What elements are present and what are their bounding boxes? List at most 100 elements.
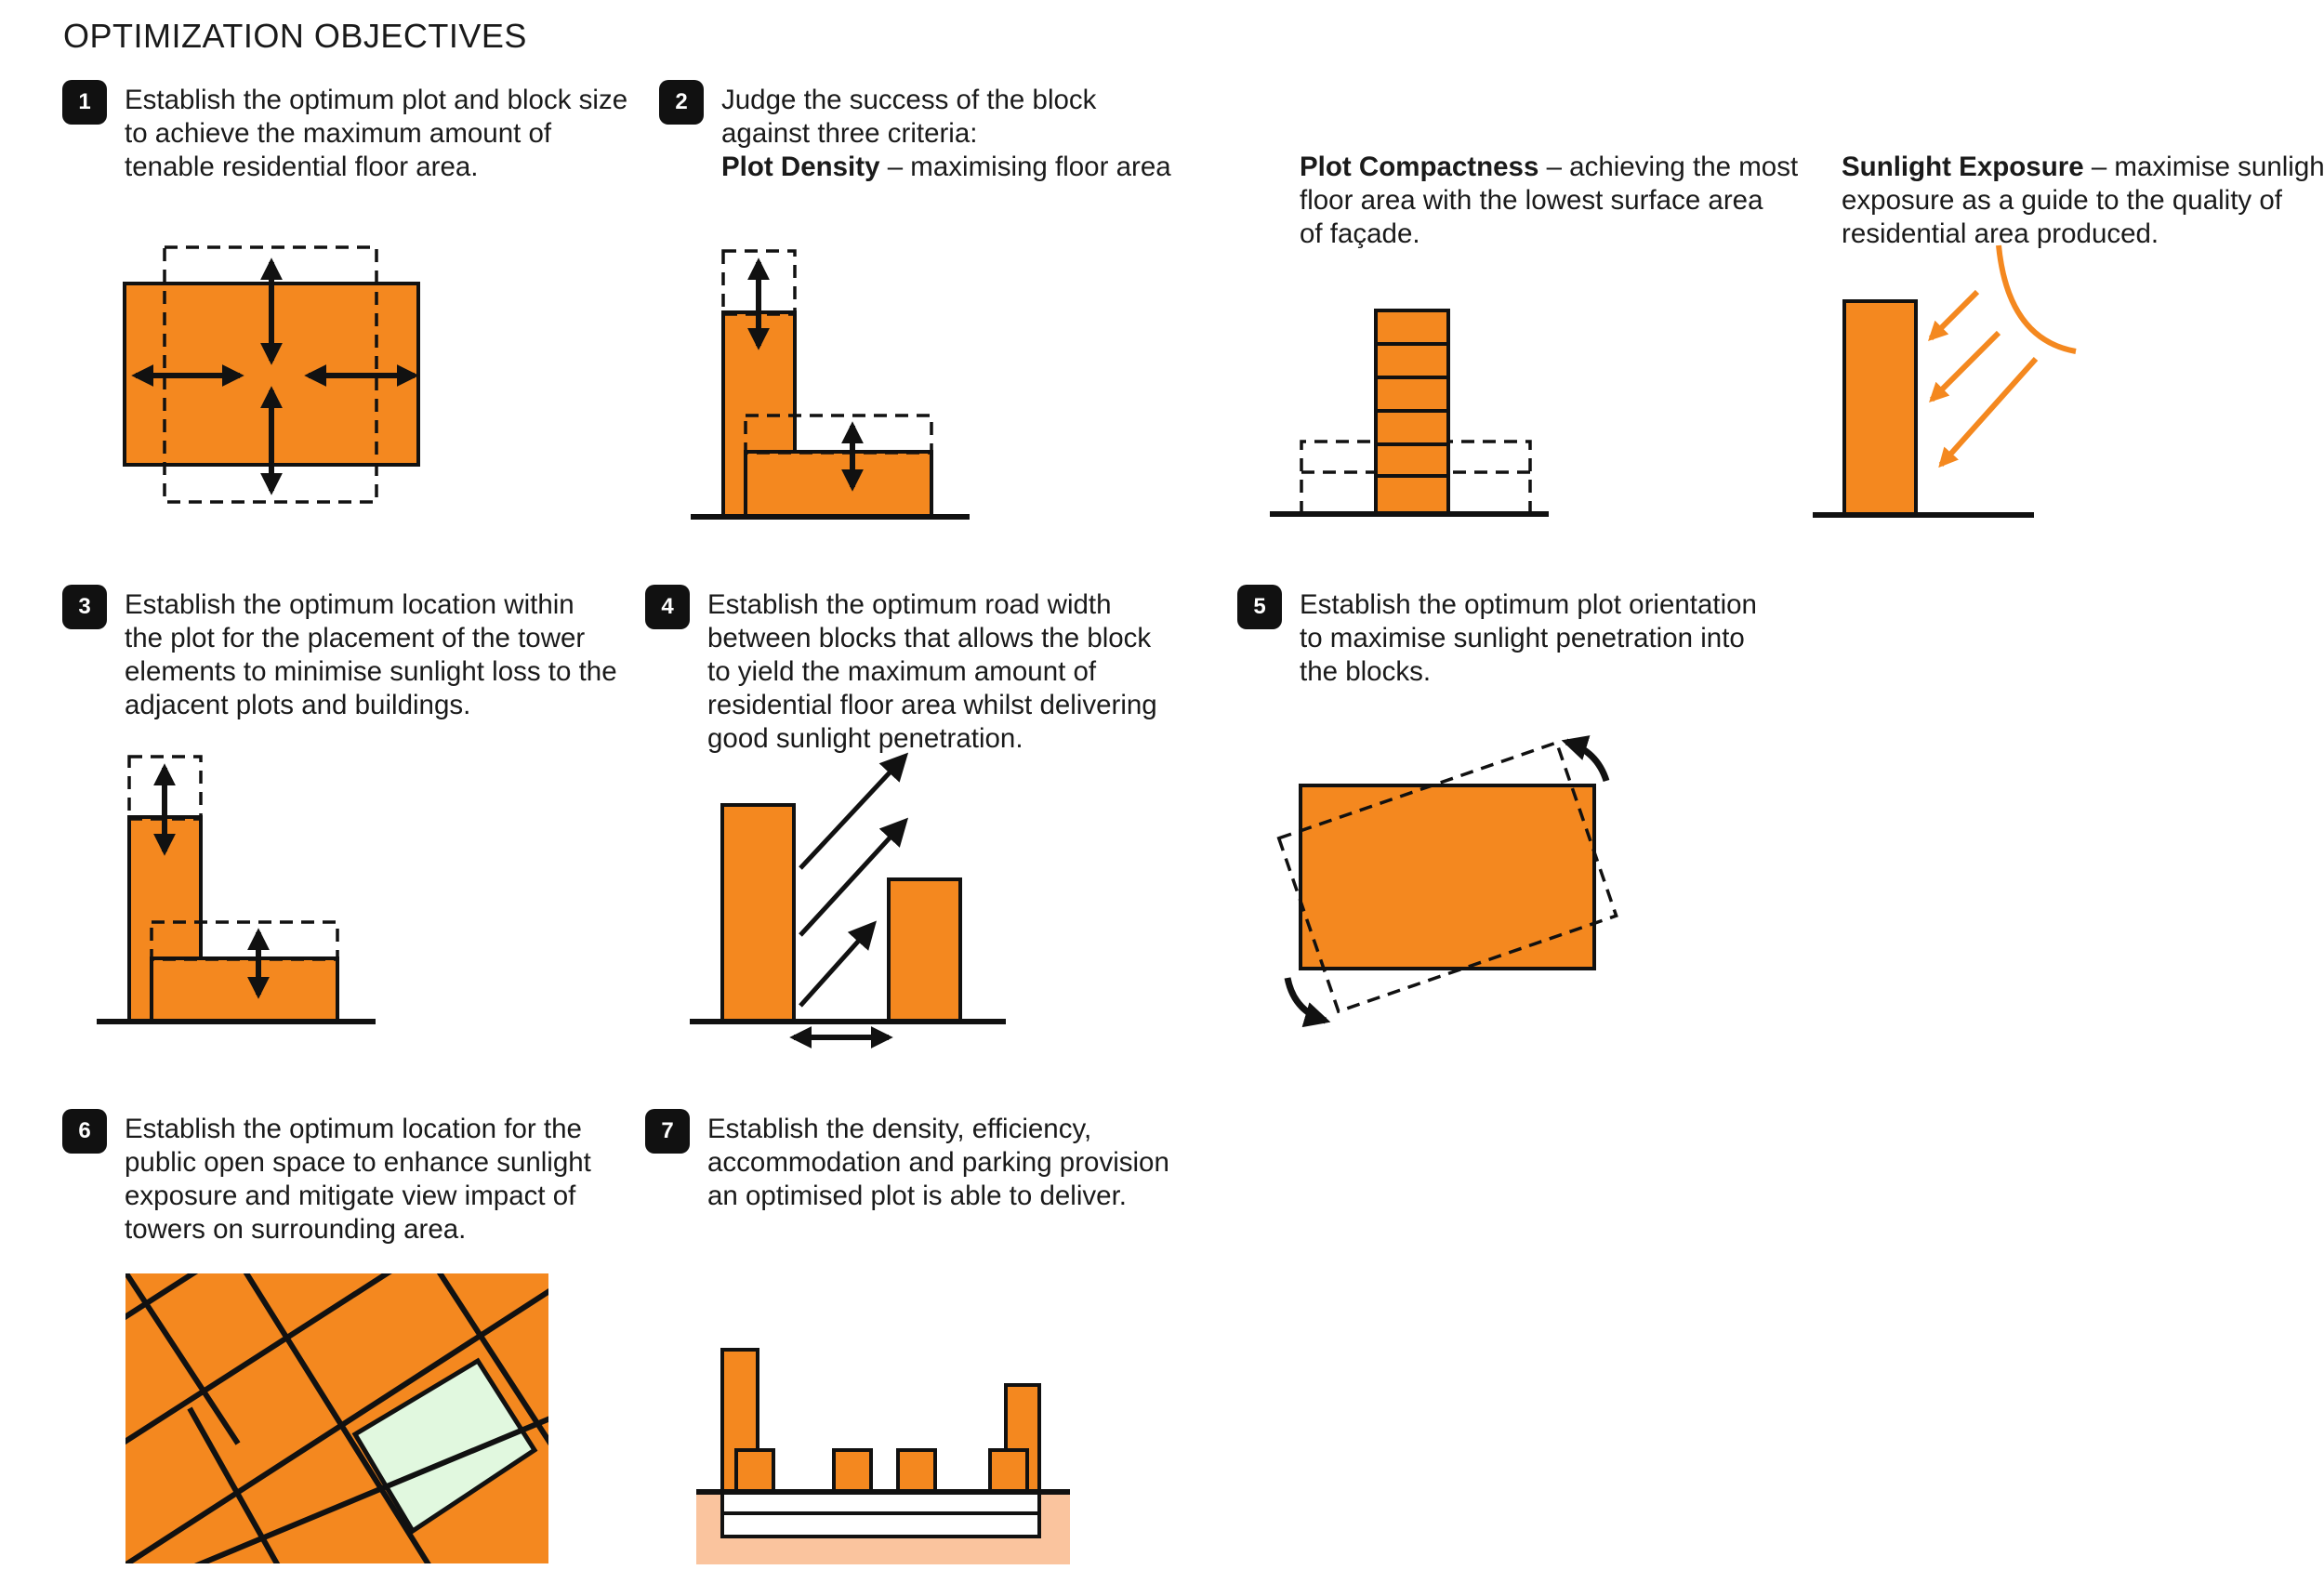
street-line [436,1273,548,1446]
road-width-diagram [690,752,1006,1049]
objective-5-text: Establish the optimum plot orientation t… [1300,588,1757,689]
criterion-name: Plot Density [721,152,880,182]
dashed-podium-outline [150,920,339,961]
street-line [187,1406,281,1563]
text-line: public open space to enhance sunlight [125,1147,591,1178]
text-line: Sunlight Exposure – maximise sunlight [1842,151,2324,184]
plot-size-diagram [123,245,420,504]
street-line [125,1273,199,1321]
tower-placement-diagram [97,755,376,1024]
criterion-name: Plot Compactness [1300,152,1539,182]
objective-6-badge: 6 [62,1109,107,1154]
objective-5-badge: 5 [1237,585,1282,629]
text-line: elements to minimise sunlight loss to th… [125,656,617,687]
low-block [896,1448,937,1494]
dashed-tower-outline [127,755,203,821]
criterion-desc: – achieving the most [1546,152,1799,182]
objective-7-badge: 7 [645,1109,690,1154]
text-line: of façade. [1300,218,1420,249]
podium-block [744,450,933,519]
low-block [734,1448,775,1494]
street-line [193,1416,548,1563]
objective-3-text: Establish the optimum location within th… [125,588,617,722]
sun-ray-arrow-icon [1928,289,1980,341]
tower-block [887,877,962,1023]
street-line [125,1287,548,1563]
objective-2-text: Judge the success of the block against t… [721,84,1171,184]
text-line: residential area produced. [1842,218,2159,249]
page-title: OPTIMIZATION OBJECTIVES [63,17,527,55]
tower-block [720,803,796,1023]
text-line: the plot for the placement of the tower [125,623,586,653]
curved-arrow-icon [1561,735,1610,783]
objective-4-badge: 4 [645,585,690,629]
objective-1-badge: 1 [62,80,107,125]
dashed-outline-left [1300,440,1376,514]
text-line: Establish the optimum plot and block siz… [125,85,628,115]
text-line: Judge the success of the block [721,85,1097,115]
text-line: exposure as a guide to the quality of [1842,185,2282,216]
tower-block [1842,299,1918,517]
text-line: towers on surrounding area. [125,1214,467,1245]
text-line: against three criteria: [721,118,978,149]
text-line: accommodation and parking provision [707,1147,1169,1178]
sun-ray-arrow-icon [1938,356,2039,468]
sun-ray-arrow-icon [1929,330,2001,402]
text-line: Establish the optimum road width [707,589,1112,620]
dashed-tower-outline [721,249,797,316]
text-line: Establish the optimum plot orientation [1300,589,1757,620]
text-line: between blocks that allows the block [707,623,1152,653]
low-block [988,1448,1029,1494]
plot-orientation-diagram [1276,735,1618,1028]
objective-4-text: Establish the optimum road width between… [707,588,1157,756]
low-block [832,1448,873,1494]
street-line [243,1273,431,1563]
podium-block [150,956,339,1023]
public-open-space [351,1357,538,1535]
street-line [125,1273,392,1445]
sunlight-arrow-icon [799,752,909,870]
text-line: to maximise sunlight penetration into [1300,623,1745,653]
text-line: to yield the maximum amount of [707,656,1097,687]
plot-density-diagram [691,249,970,520]
text-line: Establish the optimum location for the [125,1114,582,1144]
density-parking-diagram [696,1348,1070,1564]
text-line: good sunlight penetration. [707,723,1023,754]
criterion-plot-compactness: Plot Compactness – achieving the most fl… [1300,151,1798,251]
text-line: adjacent plots and buildings. [125,690,471,720]
objective-3-badge: 3 [62,585,107,629]
sun-arc-icon [1996,244,2077,354]
objective-7-text: Establish the density, efficiency, accom… [707,1113,1169,1213]
curved-arrow-icon [1284,977,1331,1028]
objective-6-text: Establish the optimum location for the p… [125,1113,591,1247]
dashed-podium-outline [744,414,933,455]
text-line: tenable residential floor area. [125,152,479,182]
criterion-desc: – maximising floor area [887,152,1171,182]
text-line: residential floor area whilst delivering [707,690,1157,720]
criterion-desc: – maximise sunlight [2091,152,2324,182]
rotated-dashed-outline [1276,740,1618,1014]
plot-block [1299,784,1596,970]
street-line [125,1273,241,1445]
text-line: floor area with the lowest surface area [1300,185,1763,216]
text-line: the blocks. [1300,656,1432,687]
text-line: to achieve the maximum amount of [125,118,552,149]
objective-1-text: Establish the optimum plot and block siz… [125,84,627,184]
sunlight-exposure-diagram [1813,244,2077,518]
criterion-sunlight-exposure: Sunlight Exposure – maximise sunlight ex… [1842,151,2324,251]
dashed-outline-right [1448,440,1532,514]
text-line: an optimised plot is able to deliver. [707,1181,1127,1211]
sunlight-arrow-icon [799,920,878,1008]
floor-lines [1376,342,1448,478]
text-line: exposure and mitigate view impact of [125,1181,576,1211]
open-space-diagram [125,1273,548,1563]
sunlight-arrow-icon [799,817,909,937]
text-line: Establish the optimum location within [125,589,574,620]
text-line: Plot Compactness – achieving the most [1300,151,1798,184]
text-line: Establish the density, efficiency, [707,1114,1092,1144]
criterion-plot-density: Plot Density – maximising floor area [721,151,1171,184]
criterion-name: Sunlight Exposure [1842,152,2084,182]
plot-compactness-diagram [1270,309,1549,517]
objective-2-badge: 2 [659,80,704,125]
